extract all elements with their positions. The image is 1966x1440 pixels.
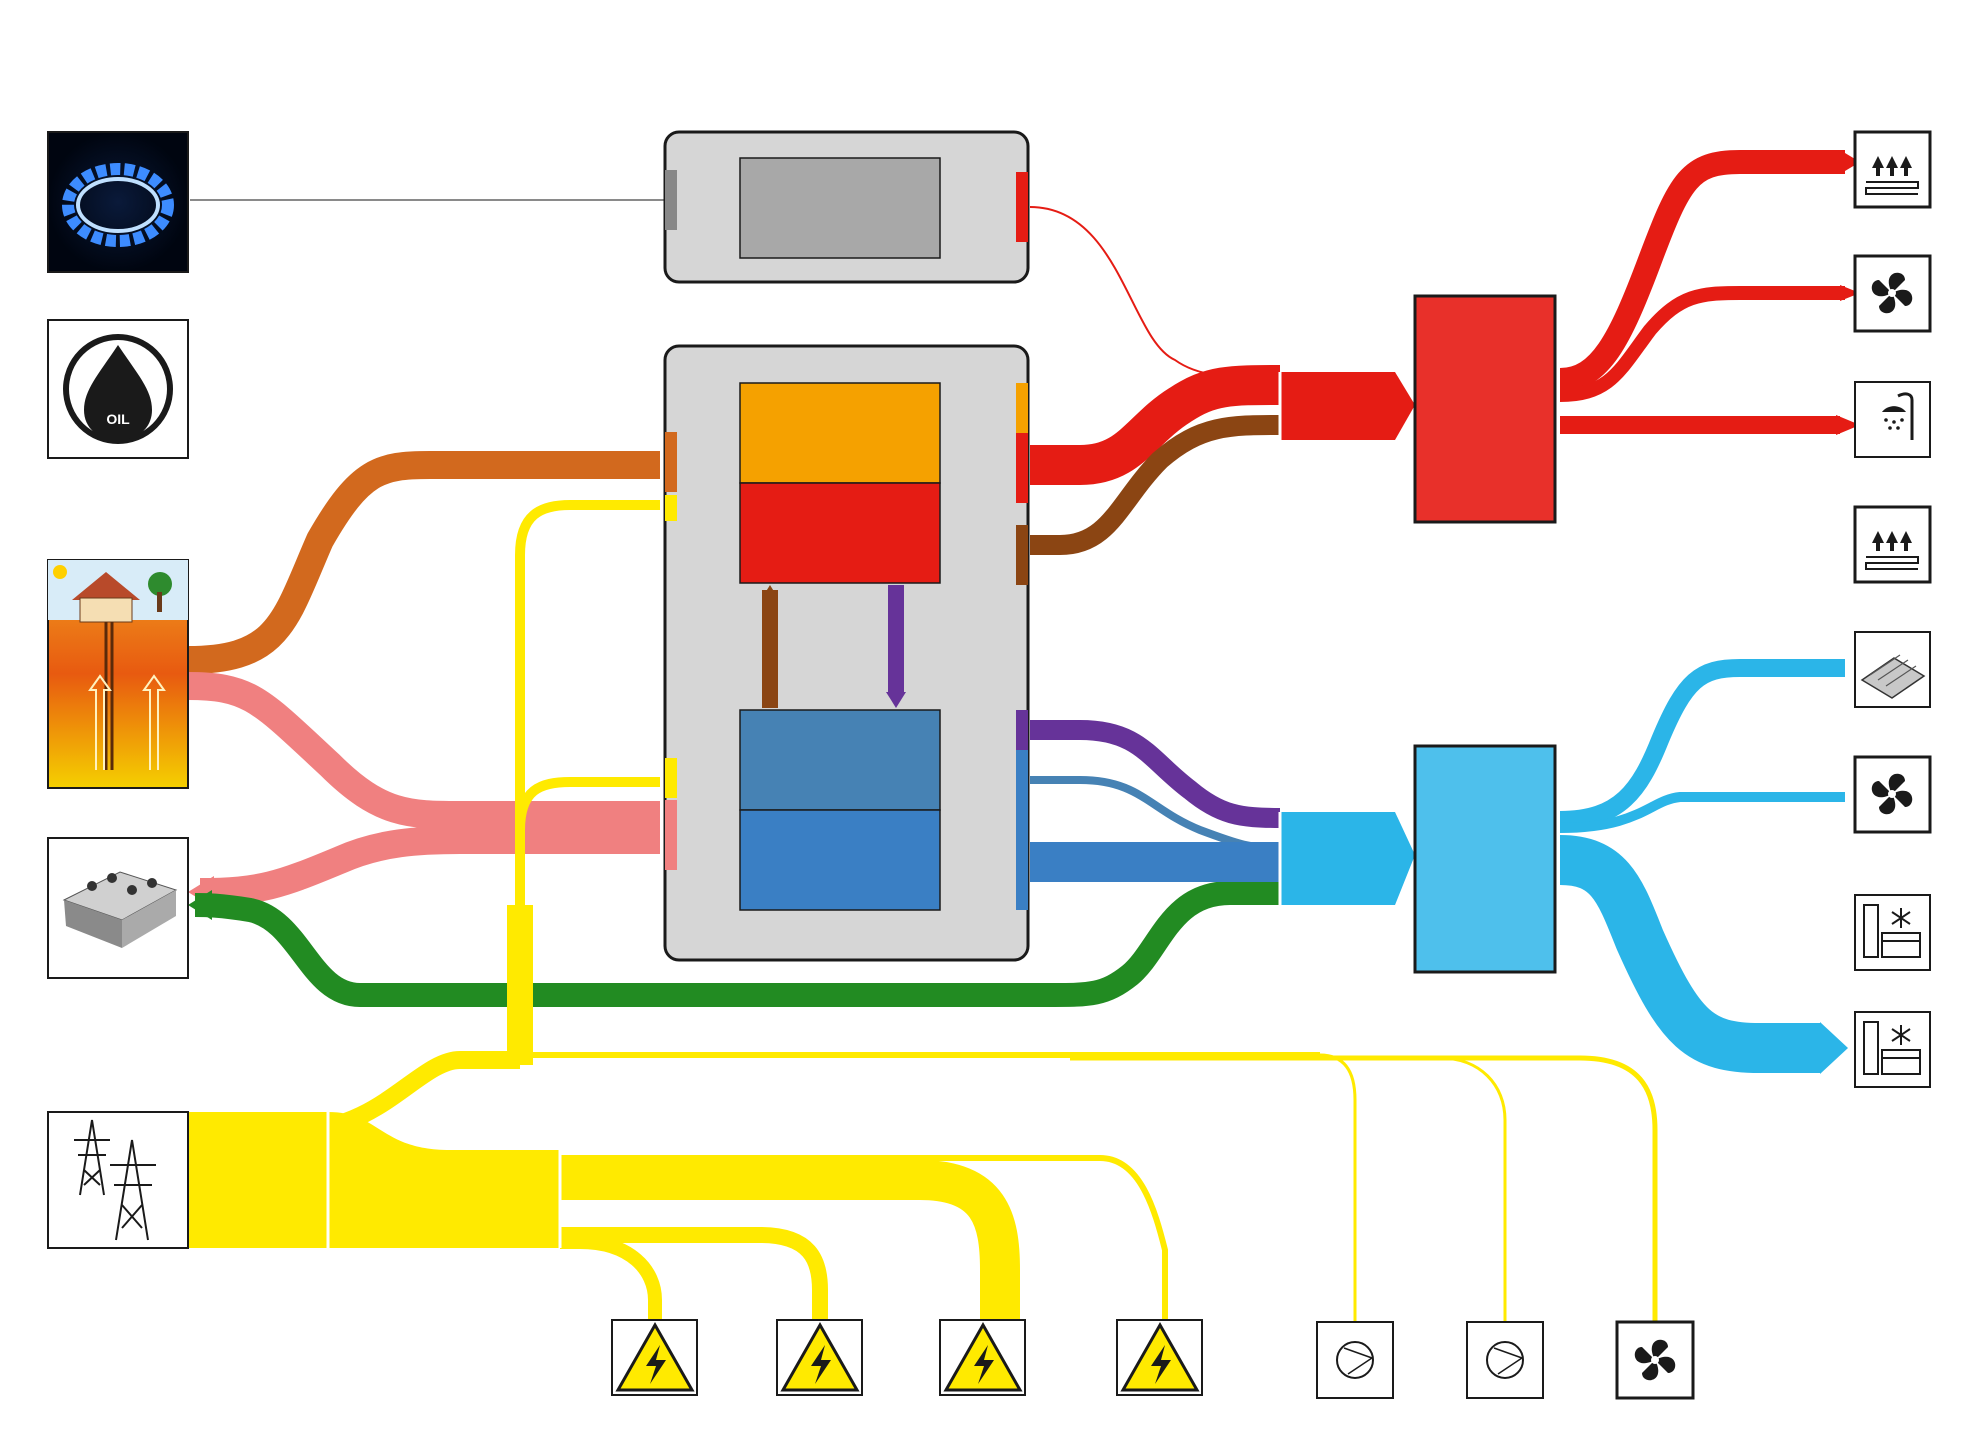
refrigerator-icon: [1863, 904, 1921, 958]
condenser-lower: [739, 482, 941, 584]
output-pump-1: [1316, 1321, 1394, 1399]
yellow-hp-bottom: [515, 777, 660, 1035]
fan-coil-icon: [1871, 272, 1913, 314]
oil-drop-icon: [84, 345, 152, 440]
source-dry-cooler: [47, 837, 189, 979]
boiler-hot-line: [1029, 206, 1281, 379]
evaporator-lower: [739, 809, 941, 911]
green-arrow-head: [188, 890, 212, 920]
ceiling-panel-icon: [1860, 657, 1926, 699]
yellow-hp-top: [515, 500, 660, 1035]
output-fan-coil-hot: [1853, 254, 1932, 333]
flows: [187, 150, 1860, 1327]
output-electric-2: [776, 1319, 863, 1396]
cold-arrow: [1280, 812, 1415, 905]
yellow-trunk: [188, 1112, 328, 1248]
output-refrigerator-2: [1854, 1011, 1931, 1088]
output-electric-4: [1116, 1319, 1203, 1396]
oil-label: OIL: [106, 411, 130, 427]
hot-flow-brown: [1030, 415, 1281, 555]
output-refrigerator-1: [1854, 894, 1931, 971]
hot-manifold: [1413, 294, 1557, 524]
output-electric-3: [939, 1319, 1026, 1396]
source-gas: [47, 131, 189, 273]
output-electric-1: [611, 1319, 698, 1396]
output-ceiling-panel: [1854, 631, 1931, 708]
underfloor-heating-icon: [1872, 531, 1912, 551]
gas-flame-icon: [62, 163, 174, 247]
source-geothermal: [47, 559, 189, 789]
underfloor-heating-icon: [1872, 156, 1912, 176]
fan-icon: [1634, 1339, 1676, 1381]
shower-icon: [1882, 392, 1914, 440]
power-pylon-icon: [74, 1119, 156, 1241]
pump-icon: [1486, 1341, 1524, 1379]
cold-flow-purple: [1030, 720, 1281, 828]
green-loop-flow: [194, 881, 1280, 1007]
heat-pump-unit: [663, 344, 1030, 962]
output-fan-coil-cold: [1853, 755, 1932, 834]
source-pink-flow-bottom: [199, 826, 660, 906]
cold-manifold: [1413, 744, 1557, 974]
fan-coil-icon: [1871, 773, 1913, 815]
geothermal-icon: [72, 572, 140, 600]
source-oil: OIL: [47, 319, 189, 459]
source-pink-flow-top: [187, 672, 660, 829]
yellow-hazard-branch-4: [560, 1155, 1168, 1327]
refrigerator-icon: [1863, 1021, 1921, 1075]
yellow-main-band: [328, 1112, 560, 1248]
hot-arrow: [1280, 372, 1415, 440]
output-fan: [1615, 1320, 1695, 1400]
output-pump-2: [1466, 1321, 1544, 1399]
output-shower: [1854, 381, 1931, 458]
source-power-grid: [47, 1111, 189, 1249]
boiler-unit: [663, 130, 1030, 284]
output-underfloor-1: [1853, 130, 1932, 209]
hot-flow-red: [1030, 365, 1281, 485]
pump-icon: [1336, 1341, 1374, 1379]
evaporator-upper: [739, 709, 941, 811]
geothermal-flow: [187, 451, 660, 674]
condenser-upper: [739, 382, 941, 484]
output-underfloor-2: [1853, 505, 1932, 584]
